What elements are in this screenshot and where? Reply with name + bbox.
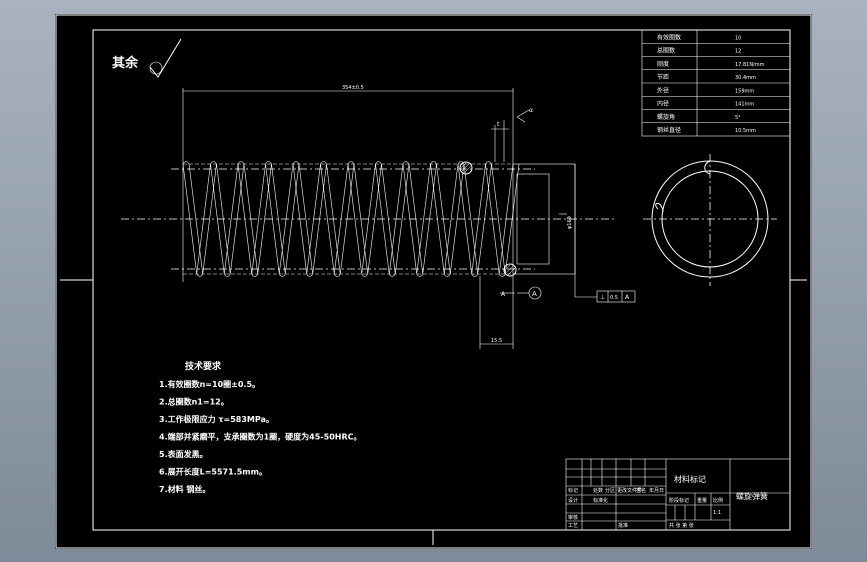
- overall-length-text: 354±0.5: [342, 85, 364, 91]
- coil-cap-top-4: [292, 161, 300, 165]
- pitch-marks: t α: [491, 107, 533, 162]
- coil-cap-bottom-7: [388, 273, 396, 277]
- row-label-count: 处数: [593, 487, 603, 494]
- coil-cap-top-9: [430, 161, 437, 165]
- coil-cap-top-8: [402, 161, 410, 165]
- roughness-symbol: [149, 38, 182, 78]
- standard-label: 标准化: [593, 497, 608, 504]
- coil-cap-bottom-3: [278, 273, 286, 277]
- spec-label-2: 刚度: [657, 60, 669, 68]
- spec-value-5: 141mm: [735, 102, 754, 108]
- coil-cap-bottom-4: [306, 273, 314, 277]
- bottom-dim-text: 15.5: [491, 338, 502, 344]
- coil-cap-top-7: [375, 161, 382, 165]
- approve-label: 批准: [618, 522, 628, 529]
- tolerance-symbol: ⊥: [600, 294, 605, 301]
- requirement-item-6: 7.材料 钢丝。: [159, 484, 210, 494]
- weight-label: 重量: [697, 497, 707, 504]
- coil-cap-bottom-2: [251, 273, 259, 277]
- scale-label: 比例: [713, 497, 723, 504]
- coil-cap-top-3: [265, 161, 272, 165]
- spec-label-0: 有效圈数: [657, 33, 681, 41]
- outer-border: [55, 14, 812, 549]
- row-label-mark: 标记: [568, 487, 578, 494]
- spec-label-3: 节距: [657, 73, 669, 81]
- coil-cap-top-1: [210, 161, 217, 165]
- part-name: 螺旋弹簧: [736, 491, 768, 501]
- end-seat: φ169: [512, 163, 576, 296]
- spec-value-3: 30.4mm: [735, 75, 756, 81]
- scale-value: 1:1: [713, 510, 721, 516]
- requirements-list: 1.有效圈数n=10圈±0.5。 2.总圈数n1=12。 3.工作极限应力 τ=58…: [159, 379, 361, 494]
- spec-label-1: 总圈数: [657, 47, 675, 55]
- row-label-date: 年月日: [649, 487, 664, 494]
- coil-cap-top-10: [457, 161, 465, 165]
- wire-section-top: [459, 161, 473, 175]
- title-block: [565, 458, 791, 531]
- datum-letter-left: A: [501, 291, 506, 298]
- spec-label-4: 外径: [657, 86, 669, 94]
- coil-cap-bottom-10: [471, 273, 479, 277]
- coil-cap-top-0: [182, 161, 190, 165]
- title-block-row-labels: 标记 处数 分区 更改文件号 签名 年月日 设计 标准化 审核 工艺 批准 阶段…: [568, 487, 723, 529]
- tolerance-value: 0.5: [610, 295, 618, 301]
- overall-length-dimension: 354±0.5: [182, 85, 514, 282]
- requirement-item-2: 3.工作极限应力 τ=583MPa。: [159, 414, 274, 424]
- spec-table: 有效圈数 10 总圈数 12 刚度 17.81N/mm 节距 30.4mm 外径 159mm 内径 1…: [641, 29, 791, 137]
- spec-label-6: 螺旋角: [657, 113, 675, 121]
- requirement-item-4: 5.表面发黑。: [159, 449, 208, 459]
- outer-dim-text: φ169: [567, 216, 573, 229]
- material-label: 材料标记: [674, 474, 706, 484]
- row-label-file: 更改文件号: [617, 487, 642, 494]
- spec-value-7: 10.5mm: [735, 128, 756, 134]
- requirement-item-5: 6.展开长度L=5571.5mm。: [159, 467, 267, 477]
- spec-label-7: 钢丝直径: [657, 126, 681, 134]
- requirement-item-3: 4.端部并紧磨平，支承圈数为1圈，硬度为45-50HRC。: [159, 432, 361, 442]
- coil-cap-top-2: [237, 161, 245, 165]
- coil-cap-bottom-11: [498, 273, 506, 277]
- spring-drawing: 其余 有效圈数 10 总圈数 12 刚度 17.81N/mm 节距 30.4mm 外径 159mm…: [55, 14, 812, 549]
- tolerance-frame: ⊥ 0.5 A: [574, 290, 636, 303]
- coil-cap-bottom-0: [196, 273, 204, 277]
- coil-cap-bottom-6: [361, 273, 369, 277]
- coil-cap-top-5: [320, 161, 327, 165]
- wire-section-bottom: [503, 263, 517, 277]
- process-label: 工艺: [568, 523, 578, 529]
- spec-value-6: 5°: [735, 115, 741, 121]
- spec-value-2: 17.81N/mm: [735, 62, 765, 68]
- coil-cap-bottom-5: [333, 273, 341, 277]
- spec-value-0: 10: [735, 35, 741, 41]
- bottom-dimension: 15.5: [479, 276, 514, 349]
- spec-value-4: 159mm: [735, 88, 754, 94]
- angle-text: α: [529, 107, 533, 114]
- coil-cap-bottom-8: [416, 273, 424, 277]
- spec-label-5: 内径: [657, 100, 669, 108]
- spring-outline: [121, 163, 615, 275]
- drawing-viewport[interactable]: 其余 有效圈数 10 总圈数 12 刚度 17.81N/mm 节距 30.4mm 外径 159mm…: [55, 14, 812, 549]
- row-label-sign: 签名: [636, 487, 646, 494]
- row-label-zone: 分区: [605, 487, 615, 494]
- pitch-text: t: [497, 121, 500, 128]
- coil-cap-top-6: [347, 161, 355, 165]
- requirement-item-0: 1.有效圈数n=10圈±0.5。: [159, 379, 260, 389]
- design-label: 设计: [568, 497, 578, 504]
- review-label: 审核: [568, 514, 578, 521]
- tolerance-datum: A: [625, 294, 630, 301]
- coil-cap-bottom-9: [443, 273, 451, 277]
- roughness-label: 其余: [112, 55, 139, 71]
- stage-label: 阶段标记: [669, 497, 689, 504]
- coil-cap-top-11: [485, 161, 492, 165]
- sheet-label: 共 张 第 张: [669, 522, 694, 529]
- requirement-item-1: 2.总圈数n1=12。: [159, 397, 229, 407]
- spec-value-1: 12: [735, 49, 741, 55]
- coil-cap-bottom-1: [223, 273, 231, 277]
- datum-letter: A: [532, 290, 537, 298]
- datum-marker: A A: [500, 286, 542, 300]
- end-view: [643, 154, 777, 286]
- requirements-title: 技术要求: [185, 360, 222, 372]
